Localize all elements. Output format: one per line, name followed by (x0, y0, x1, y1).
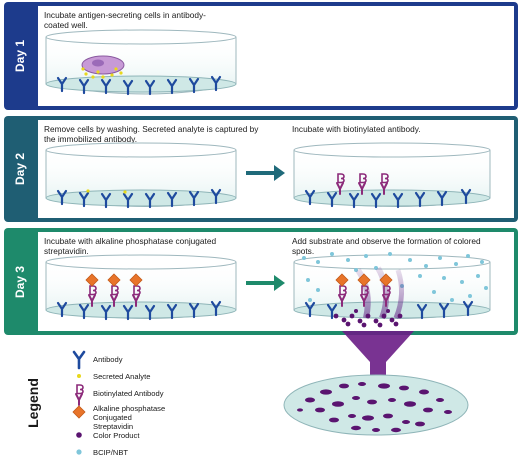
day3-left-instruction: Incubate with alkaline phosphatase conju… (44, 236, 217, 256)
antibody-icon (72, 350, 86, 370)
day1-well (45, 29, 237, 96)
day3-right-instruction: Add substrate and observe the formation … (292, 236, 481, 256)
day2-left-instruction: Remove cells by washing. Secreted analyt… (44, 124, 259, 144)
legend-label-color-product: Color Product (93, 431, 140, 440)
day2-right-instruction: Incubate with biotinylated antibody. (292, 124, 421, 134)
result-plate (283, 374, 469, 436)
biotinylated-antibody-icon (75, 384, 84, 406)
day3-right-well (293, 252, 491, 328)
day1-panel: Day 1 Incubate antigen-secreting cells i… (4, 2, 518, 110)
day1-instruction: Incubate antigen-secreting cells in anti… (44, 10, 206, 30)
analyte-dot-icon (77, 374, 81, 378)
diamond-icon (72, 405, 86, 419)
day2-left-well (45, 142, 237, 209)
result-spots (297, 382, 452, 433)
purple-dot-icon (76, 432, 82, 438)
legend-label-streptavidin: Alkaline phosphatase Conjugated Streptav… (93, 404, 166, 431)
legend-icons (72, 350, 86, 455)
day3-arrow (246, 275, 285, 291)
day2-arrow (246, 165, 285, 181)
light-blue-dot-icon (76, 449, 82, 455)
color-product-cluster (333, 309, 403, 328)
day3-left-well (45, 254, 237, 321)
legend-label-biotinylated: Biotinylated Antibody (93, 389, 164, 398)
legend-label-analyte: Secreted Analyte (93, 372, 151, 381)
legend-label-bcip: BCIP/NBT (93, 448, 129, 457)
substrate-beams (355, 266, 404, 320)
legend-title: Legend (25, 377, 41, 428)
legend-label-antibody: Antibody (93, 355, 123, 364)
day1-analyte-dots (81, 67, 123, 79)
spot-funnel (342, 331, 414, 398)
secreting-cell (81, 55, 125, 75)
day2-right-well (293, 142, 491, 209)
